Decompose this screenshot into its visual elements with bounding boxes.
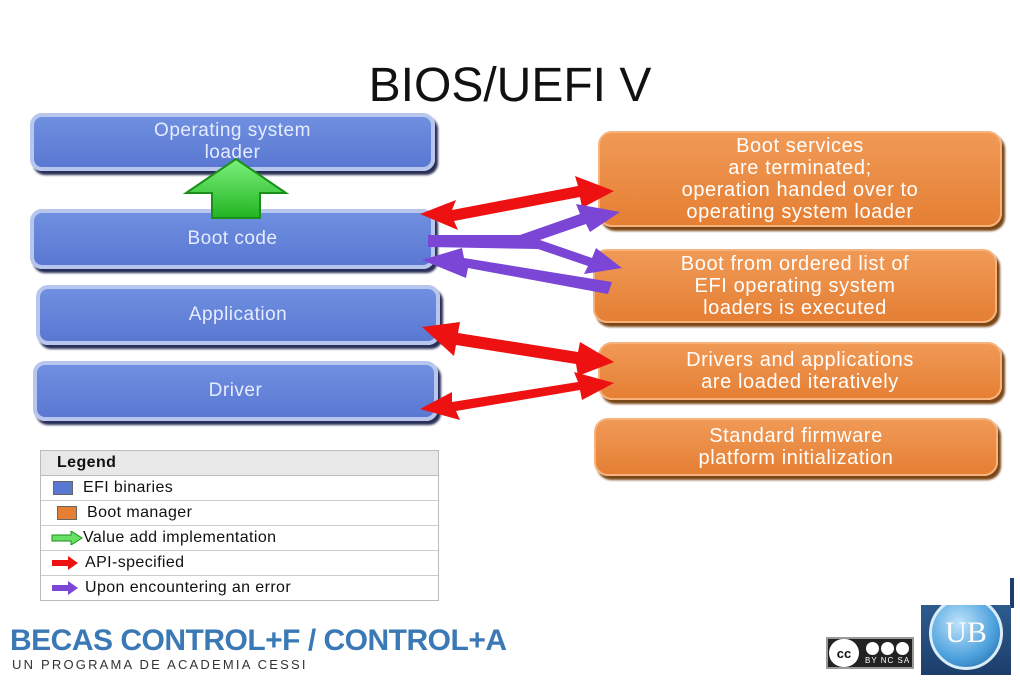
ub-logo: UB bbox=[921, 605, 1011, 675]
legend: Legend EFI binaries Boot manager Value a… bbox=[40, 450, 439, 601]
attribution-icon bbox=[866, 641, 880, 655]
api-arrow-application bbox=[422, 322, 614, 376]
logo-edge bbox=[1010, 578, 1014, 608]
cc-icon: cc bbox=[829, 639, 859, 667]
license-terms: BY NC SA bbox=[865, 655, 911, 665]
purple-arrow-icon bbox=[51, 581, 79, 595]
os-loader-box: Operating system loader bbox=[30, 113, 435, 171]
error-arrow-branch bbox=[428, 204, 622, 274]
noncommercial-icon bbox=[881, 641, 895, 655]
slide-title: BIOS/UEFI V bbox=[368, 59, 652, 112]
legend-label: API-specified bbox=[85, 554, 185, 571]
ub-logo-mark: UB bbox=[929, 605, 1003, 670]
api-arrow-boot-code bbox=[420, 176, 614, 230]
application-box: Application bbox=[36, 285, 440, 345]
legend-item-value-add: Value add implementation bbox=[41, 526, 438, 551]
legend-item-efi-binaries: EFI binaries bbox=[41, 476, 438, 501]
brand-tagline: UN PROGRAMA DE ACADEMIA CESSI bbox=[12, 657, 308, 672]
boot-services-terminated-box: Boot services are terminated; operation … bbox=[598, 131, 1002, 227]
brand-title: BECAS CONTROL+F / CONTROL+A bbox=[10, 624, 507, 657]
api-arrow-driver bbox=[420, 372, 614, 420]
drivers-loaded-box: Drivers and applications are loaded iter… bbox=[598, 342, 1002, 400]
orange-swatch-icon bbox=[57, 506, 77, 520]
blue-swatch-icon bbox=[53, 481, 73, 495]
legend-label: Upon encountering an error bbox=[85, 579, 292, 596]
sharealike-icon bbox=[896, 641, 910, 655]
green-arrow-icon bbox=[51, 531, 83, 545]
platform-init-box: Standard firmware platform initializatio… bbox=[594, 418, 998, 476]
legend-heading: Legend bbox=[41, 451, 438, 476]
legend-label: Boot manager bbox=[87, 504, 193, 521]
legend-item-boot-manager: Boot manager bbox=[41, 501, 438, 526]
value-add-arrow bbox=[182, 157, 290, 219]
driver-box: Driver bbox=[33, 361, 438, 421]
legend-item-error: Upon encountering an error bbox=[41, 576, 438, 600]
legend-label: EFI binaries bbox=[83, 479, 174, 496]
error-arrow-return bbox=[422, 248, 612, 294]
red-arrow-icon bbox=[51, 556, 79, 570]
boot-ordered-list-box: Boot from ordered list of EFI operating … bbox=[593, 249, 997, 323]
legend-item-api-specified: API-specified bbox=[41, 551, 438, 576]
legend-label: Value add implementation bbox=[83, 529, 277, 546]
creative-commons-badge: cc BY NC SA bbox=[826, 637, 914, 669]
